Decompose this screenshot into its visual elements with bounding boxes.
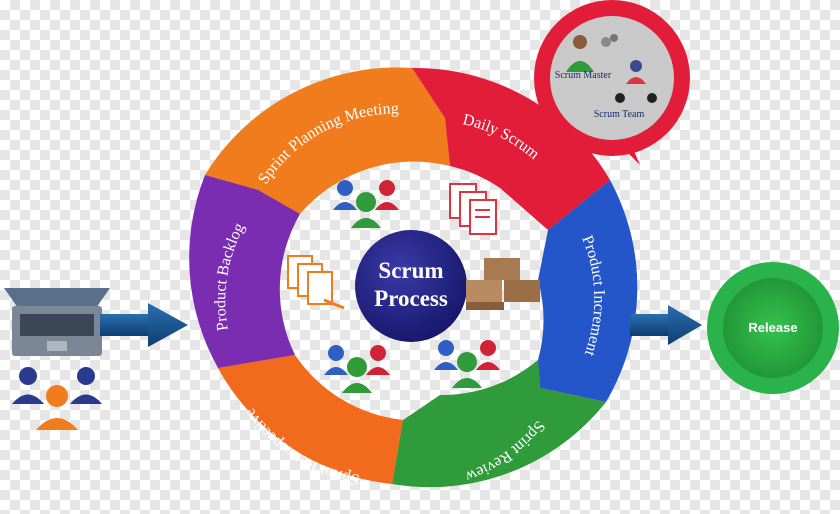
people-group-icon — [434, 340, 500, 388]
release-label: Release — [748, 320, 797, 335]
documents-icon — [449, 183, 497, 235]
center-circle — [355, 230, 467, 342]
output-arrow — [630, 305, 702, 345]
laptop-icon — [4, 288, 110, 356]
people-group-icon — [324, 345, 390, 393]
team-icon — [12, 367, 102, 430]
stage-daily-scrum — [412, 67, 610, 230]
documents-icon — [287, 255, 345, 310]
stage-sprint-planning-meeting — [205, 67, 450, 214]
stage-sprint-retrospective — [218, 355, 403, 484]
center-title-line2: Process — [374, 286, 448, 311]
stage-product-backlog — [189, 175, 300, 368]
scrum-bubble: Scrum Master Scrum Team — [534, 0, 690, 165]
stage-sprint-review — [392, 360, 606, 488]
stage-product-increment — [538, 180, 638, 402]
bubble-scrum-team: Scrum Team — [594, 109, 645, 120]
process-ring — [189, 67, 638, 488]
input-arrow — [100, 303, 188, 347]
center-title-line1: Scrum — [378, 258, 443, 283]
boxes-icon — [466, 258, 540, 310]
bubble-scrum-master-line1: Scrum Master — [555, 70, 612, 81]
people-group-icon — [333, 180, 399, 228]
